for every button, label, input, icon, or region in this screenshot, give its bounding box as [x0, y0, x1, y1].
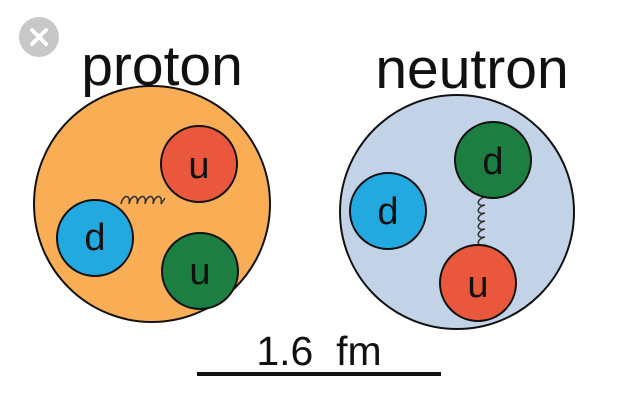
gluon-spring	[477, 196, 486, 250]
proton-body	[33, 85, 271, 323]
up-quark: u	[439, 244, 517, 322]
neutron-title: neutron	[375, 37, 568, 101]
neutron-body	[339, 94, 575, 330]
up-quark: u	[160, 125, 238, 203]
close-icon	[30, 28, 48, 46]
up-quark: u	[161, 232, 239, 310]
gluon-spring	[120, 195, 166, 205]
proton: u d u	[33, 85, 271, 323]
quark-label: u	[188, 145, 209, 187]
quark-label: d	[84, 217, 105, 259]
quark-label: d	[377, 191, 398, 233]
close-button[interactable]	[19, 17, 59, 57]
proton-title: proton	[81, 34, 243, 98]
down-quark: d	[56, 199, 134, 277]
neutron: d d u	[339, 94, 575, 330]
quark-label: d	[482, 141, 503, 183]
down-quark: d	[349, 172, 427, 250]
quark-label: u	[467, 264, 488, 306]
down-quark: d	[454, 121, 532, 199]
scale-label: 1.6 fm	[256, 328, 381, 374]
quark-label: u	[189, 251, 210, 293]
